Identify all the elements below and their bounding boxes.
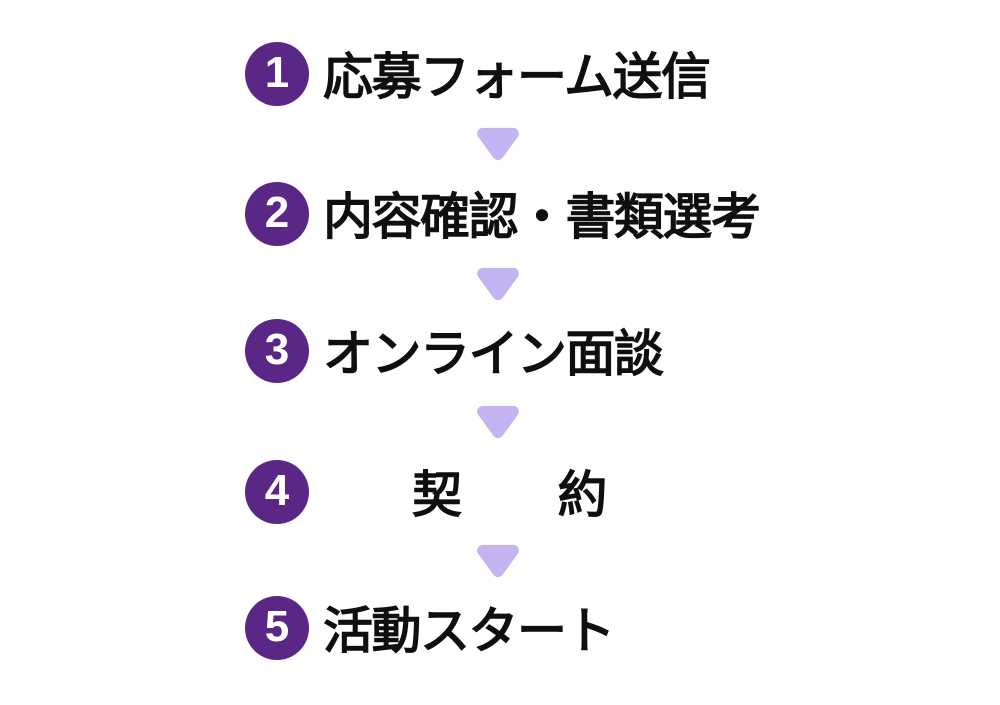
step-number-badge: 3	[245, 319, 309, 383]
step-label: 内容確認・書類選考	[323, 189, 761, 245]
step-row-5: 5 活動スタート	[245, 595, 616, 661]
arrow-down-icon	[475, 543, 521, 579]
arrow-down-icon	[475, 404, 521, 440]
step-number-badge: 1	[245, 42, 309, 106]
step-label: オンライン面談	[323, 326, 664, 382]
step-label: 活動スタート	[323, 603, 616, 659]
step-number-badge: 5	[245, 596, 309, 660]
step-row-4: 4 契 約	[245, 459, 695, 525]
step-row-2: 2 内容確認・書類選考	[245, 181, 761, 247]
step-row-3: 3 オンライン面談	[245, 318, 664, 384]
step-number-badge: 4	[245, 460, 309, 524]
step-label: 応募フォーム送信	[323, 49, 711, 105]
arrow-down-icon	[475, 126, 521, 162]
step-number-badge: 2	[245, 182, 309, 246]
step-label: 契 約	[412, 467, 608, 523]
step-row-1: 1 応募フォーム送信	[245, 41, 711, 107]
arrow-down-icon	[475, 266, 521, 302]
